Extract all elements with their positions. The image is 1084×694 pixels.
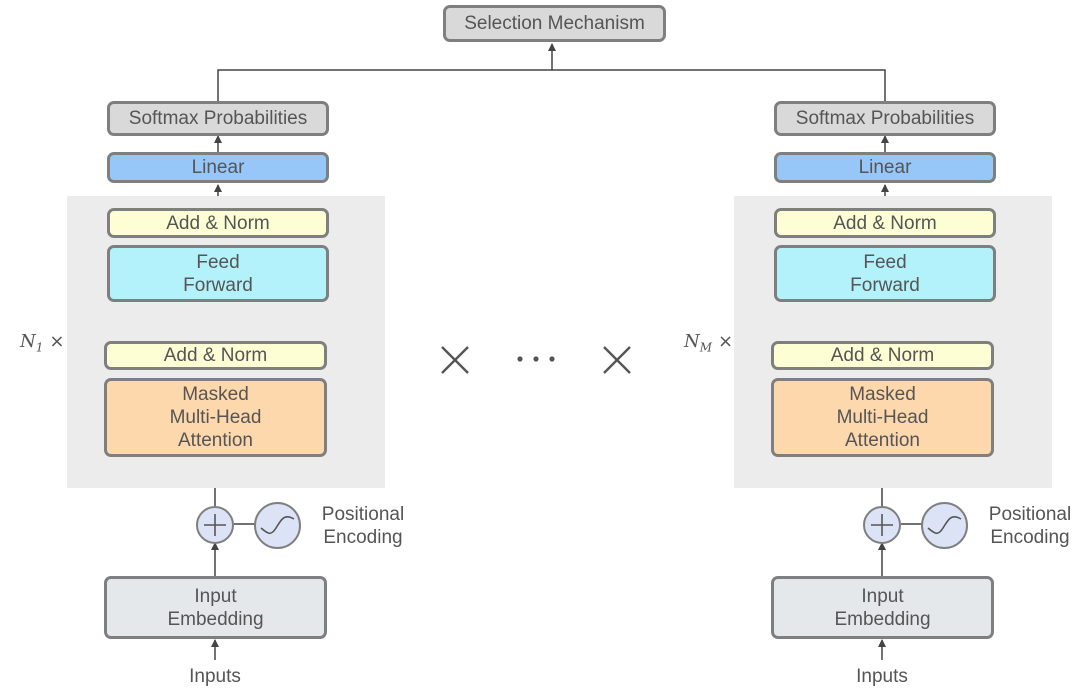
right-plus-circle-icon: [863, 506, 901, 544]
left-multiply-icon: [441, 346, 469, 374]
left-add-norm-bottom-box: Add & Norm: [104, 341, 327, 370]
left-input-embedding-box: Input Embedding: [104, 576, 327, 639]
left-plus-circle-icon: [196, 506, 234, 544]
left-feed-forward-box: Feed Forward: [107, 245, 329, 302]
right-add-norm-bottom-box: Add & Norm: [771, 341, 994, 370]
selection-connector: [217, 43, 886, 101]
right-attention-label: Masked Multi-Head Attention: [836, 384, 929, 451]
right-multiply-icon: [603, 346, 631, 374]
ellipsis-icon: [517, 356, 555, 362]
right-linear-label: Linear: [858, 157, 912, 178]
right-input-embedding-label: Input Embedding: [834, 585, 931, 630]
left-add-norm-top-box: Add & Norm: [107, 208, 329, 238]
right-inputs-label: Inputs: [856, 666, 908, 687]
left-repeat-label: N1×: [20, 331, 65, 355]
left-inputs-label: Inputs: [189, 666, 241, 687]
left-sine-wave-icon: [254, 502, 301, 549]
right-softmax-label: Softmax Probabilities: [795, 108, 975, 129]
right-add-norm-bottom-label: Add & Norm: [830, 345, 935, 366]
left-feed-forward-label: Feed Forward: [183, 251, 253, 296]
left-linear-label: Linear: [191, 157, 245, 178]
left-positional-encoding-label: Positional Encoding: [321, 504, 405, 548]
right-feed-forward-box: Feed Forward: [774, 245, 996, 302]
right-repeat-label: NM×: [684, 331, 734, 355]
left-add-norm-top-label: Add & Norm: [166, 212, 270, 234]
right-linear-box: Linear: [774, 152, 996, 183]
left-linear-box: Linear: [107, 152, 329, 183]
left-attention-label: Masked Multi-Head Attention: [169, 384, 262, 451]
right-feed-forward-label: Feed Forward: [850, 251, 920, 296]
left-softmax-label: Softmax Probabilities: [128, 108, 308, 129]
right-input-embedding-box: Input Embedding: [771, 576, 994, 639]
right-add-norm-top-box: Add & Norm: [774, 208, 996, 238]
left-softmax-box: Softmax Probabilities: [107, 101, 329, 136]
right-positional-encoding-label: Positional Encoding: [988, 504, 1072, 548]
left-attention-box: Masked Multi-Head Attention: [104, 378, 327, 457]
right-add-norm-top-label: Add & Norm: [833, 212, 937, 234]
right-softmax-box: Softmax Probabilities: [774, 101, 996, 136]
selection-mechanism-label: Selection Mechanism: [464, 13, 645, 34]
left-input-embedding-label: Input Embedding: [167, 585, 264, 630]
left-add-norm-bottom-label: Add & Norm: [163, 345, 268, 366]
right-sine-wave-icon: [921, 502, 968, 549]
right-attention-box: Masked Multi-Head Attention: [771, 378, 994, 457]
selection-mechanism-box: Selection Mechanism: [443, 5, 666, 42]
